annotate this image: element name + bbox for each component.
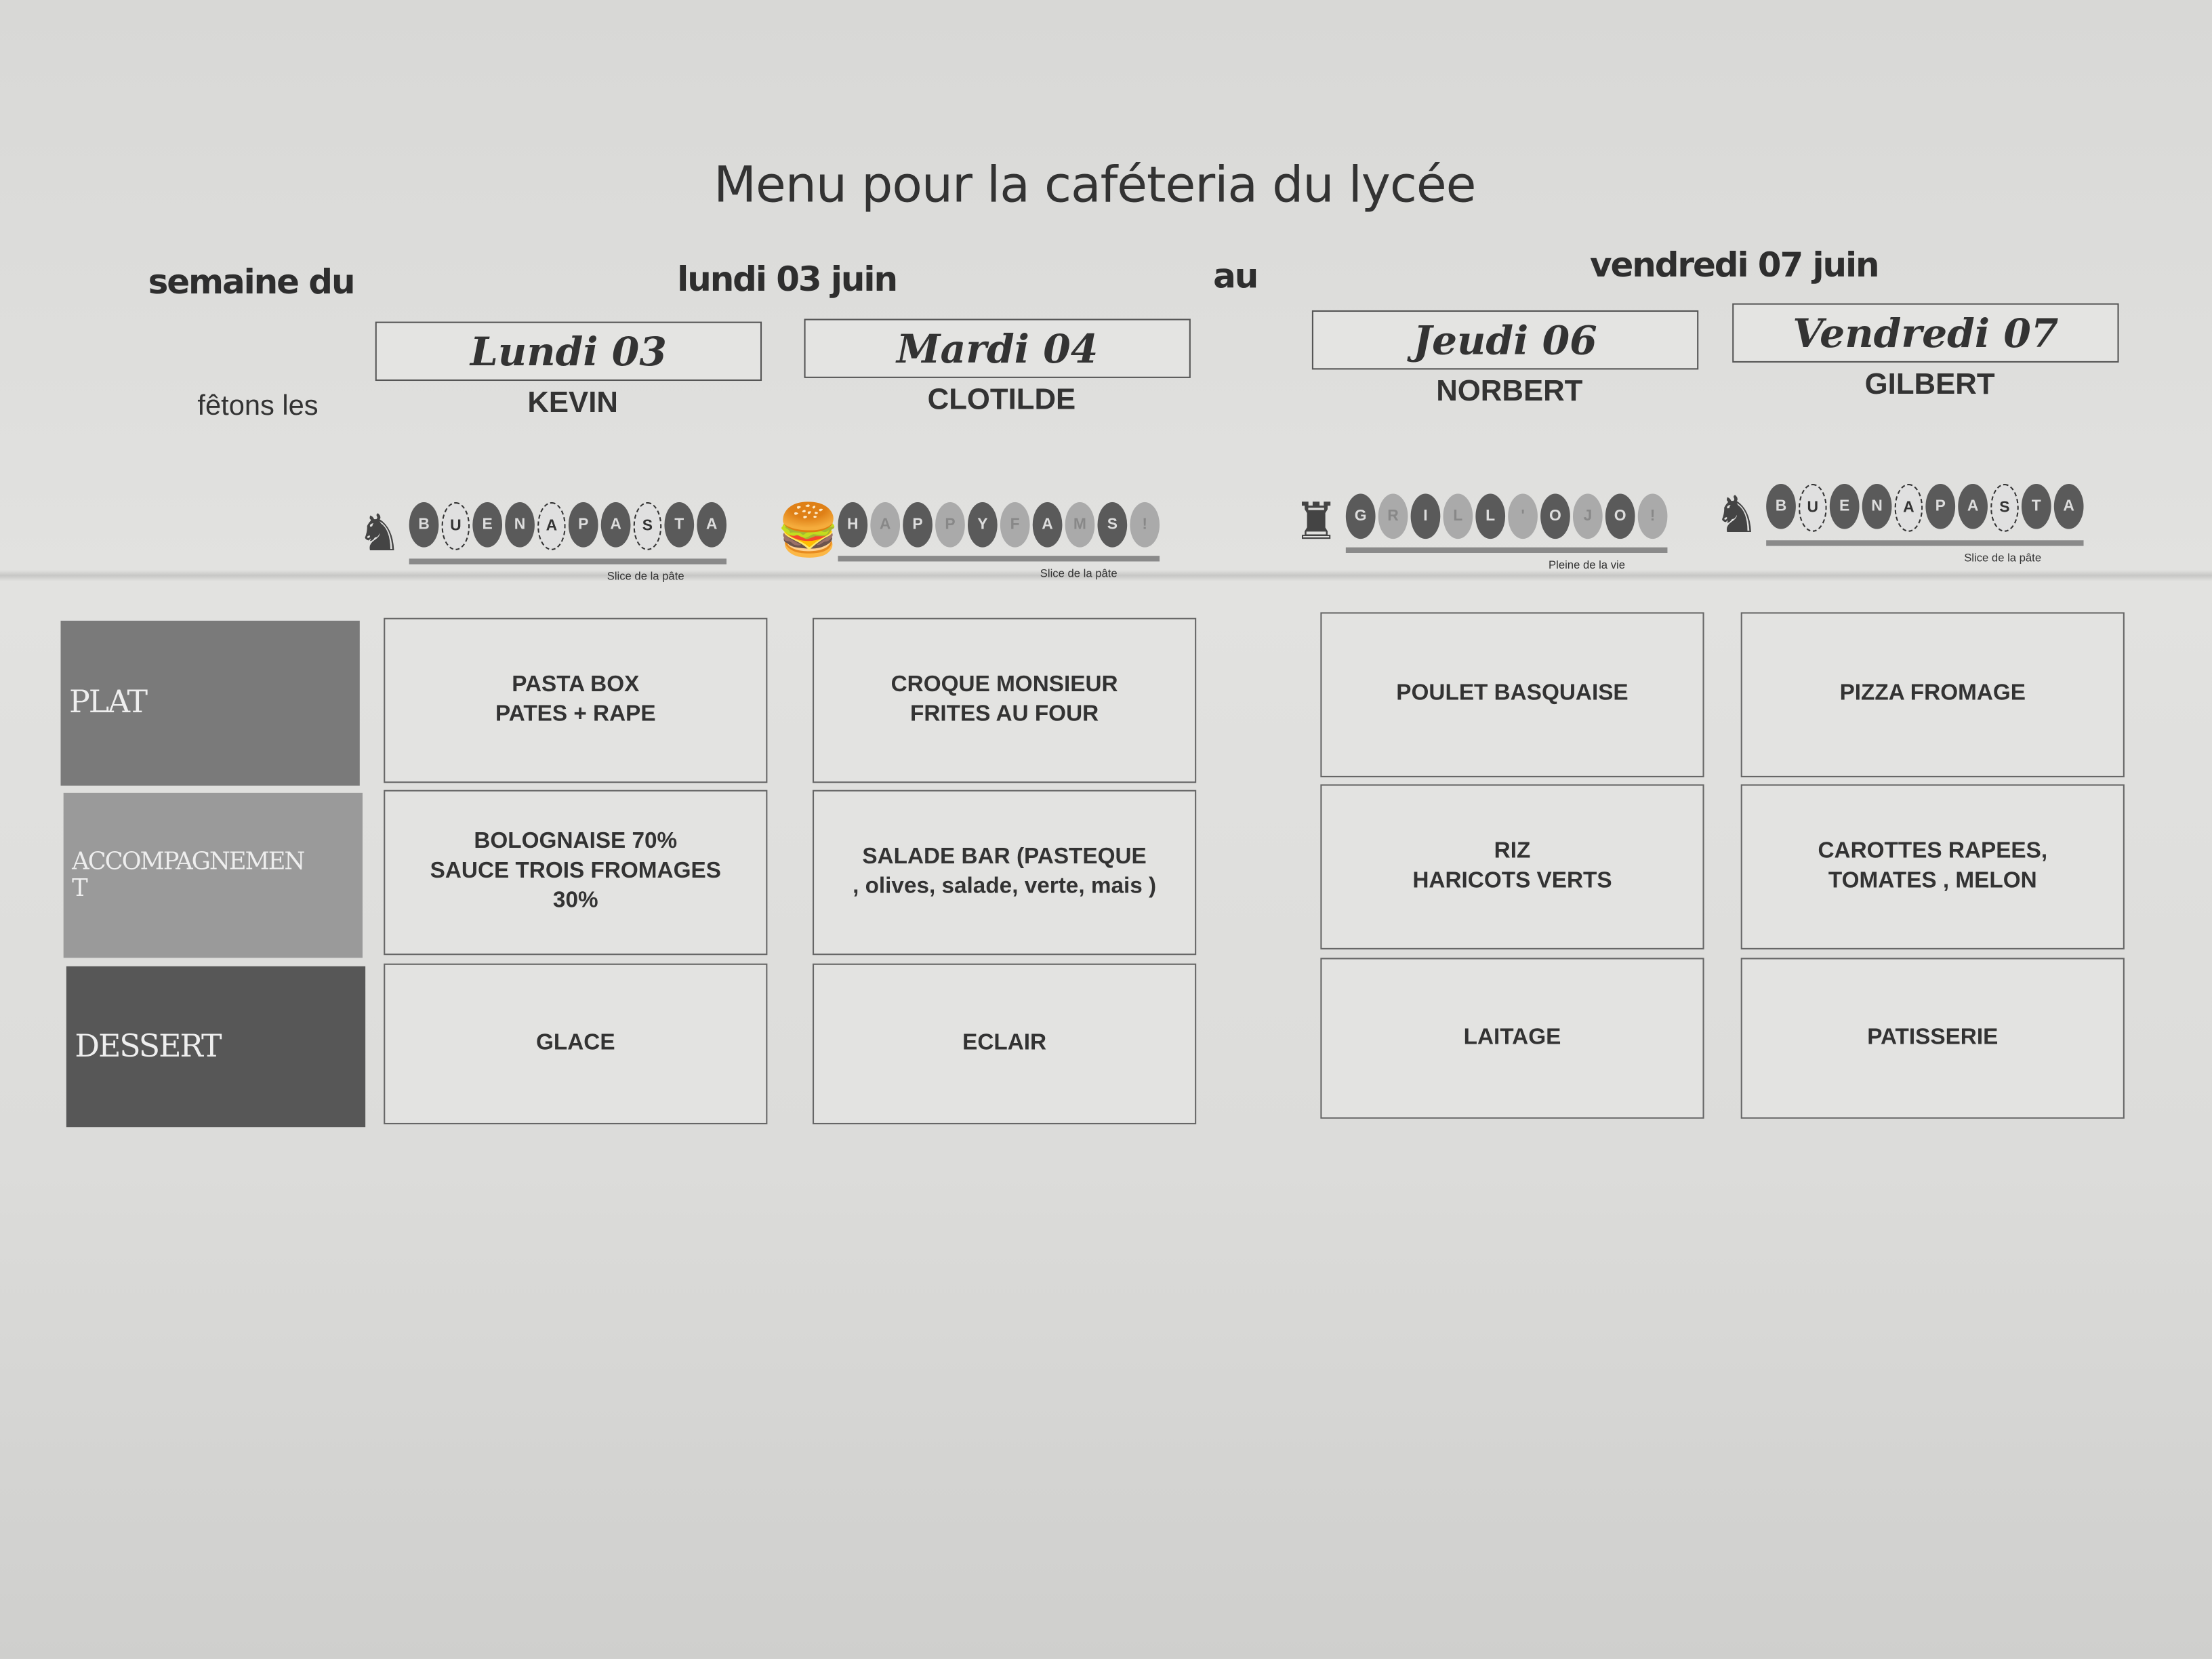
logo-letter: Y [967,502,998,548]
cell-plat: POULET BASQUAISE [1320,612,1704,777]
logo-letter: B [409,502,439,548]
logo-letter: A [2053,483,2084,529]
saint-name: GILBERT [1864,368,1995,401]
day-header: Mardi 04 [804,319,1191,378]
burger-icon: 🍔 [777,500,840,559]
cell-dessert: ECLAIR [813,963,1197,1125]
logo-underline [1766,540,2084,546]
logo-letter: M [1065,502,1095,548]
chef-icon: ♞ [1713,485,1760,544]
day-header: Jeudi 06 [1311,310,1699,370]
paper-fold [0,569,2212,581]
day-header: Lundi 03 [375,321,762,382]
day-header: Vendredi 07 [1732,303,2119,363]
celebrate-label: fêtons les [197,390,319,422]
logo-letter: P [903,502,933,548]
logo-letter: ! [1637,493,1668,539]
logo-tagline: Slice de la pâte [1040,567,1118,580]
logo-letter: A [600,502,631,548]
logo-tagline: Slice de la pâte [1964,551,2042,565]
logo-letter: A [697,502,727,548]
logo-letter: A [1894,483,1923,532]
logo-letter: A [1958,483,1988,529]
cell-dessert: GLACE [384,963,768,1125]
logo-letter: N [1862,483,1892,529]
logo-letter: A [870,502,901,548]
logo-letter: G [1345,493,1376,539]
logo-letter: O [1605,493,1635,539]
logo-letter: U [1799,483,1827,532]
cell-accompagnement: CAROTTES RAPEES, TOMATES , MELON [1740,784,2125,949]
logo-letter: I [1410,493,1441,539]
logo-underline [409,558,727,565]
logo-letter: S [633,502,662,550]
logo-letter: ! [1130,502,1160,548]
logo-letter: L [1475,493,1506,539]
logo-letter: J [1572,493,1603,539]
logo-letter: O [1540,493,1570,539]
logo-letter: B [1766,483,1796,529]
logo-letter: P [1925,483,1956,529]
row-label-plat: PLAT [60,620,360,786]
logo-tagline: Slice de la pâte [607,569,684,583]
week-to-label: au [1213,256,1258,297]
cell-accompagnement: RIZ HARICOTS VERTS [1320,784,1704,949]
week-label: semaine du [148,262,356,302]
cell-dessert: LAITAGE [1320,958,1704,1119]
logo-tagline: Pleine de la vie [1549,558,1626,572]
logo-letter: T [2021,483,2051,529]
grill-icon: ♜ [1293,492,1339,550]
logo-letter: L [1443,493,1473,539]
logo-letter: S [1990,483,2019,532]
week-end: vendredi 07 juin [1589,245,1880,285]
logo-letter: P [568,502,598,548]
logo-letter: R [1378,493,1408,539]
logo-letter: E [472,502,503,548]
logo-letter: A [537,502,566,550]
saint-name: NORBERT [1436,375,1583,408]
logo-letter: S [1097,502,1128,548]
logo-letter: ' [1508,493,1538,539]
logo-letter: T [664,502,695,548]
row-label-accompagnement: ACCOMPAGNEMEN T [63,792,363,958]
cell-plat: CROQUE MONSIEUR FRITES AU FOUR [813,617,1197,783]
logo-letter: N [505,502,535,548]
saint-name: CLOTILDE [927,384,1076,417]
logo-underline [1345,547,1668,553]
logo-letter: A [1032,502,1063,548]
logo-letter: U [441,502,470,550]
saint-name: KEVIN [527,386,618,419]
row-label-dessert: DESSERT [66,966,366,1128]
page-title: Menu pour la caféteria du lycée [714,158,1476,215]
chef-icon: ♞ [356,504,403,562]
cell-plat: PASTA BOX PATES + RAPE [384,617,768,783]
cell-plat: PIZZA FROMAGE [1740,612,2125,777]
cell-accompagnement: BOLOGNAISE 70% SAUCE TROIS FROMAGES 30% [384,790,768,956]
cell-dessert: PATISSERIE [1740,958,2125,1119]
logo-letter: E [1829,483,1860,529]
logo-letter: H [838,502,868,548]
week-start: lundi 03 juin [677,260,898,300]
logo-letter: F [1000,502,1030,548]
cell-accompagnement: SALADE BAR (PASTEQUE , olives, salade, v… [813,790,1197,956]
logo-letter: P [935,502,965,548]
logo-underline [838,556,1160,562]
